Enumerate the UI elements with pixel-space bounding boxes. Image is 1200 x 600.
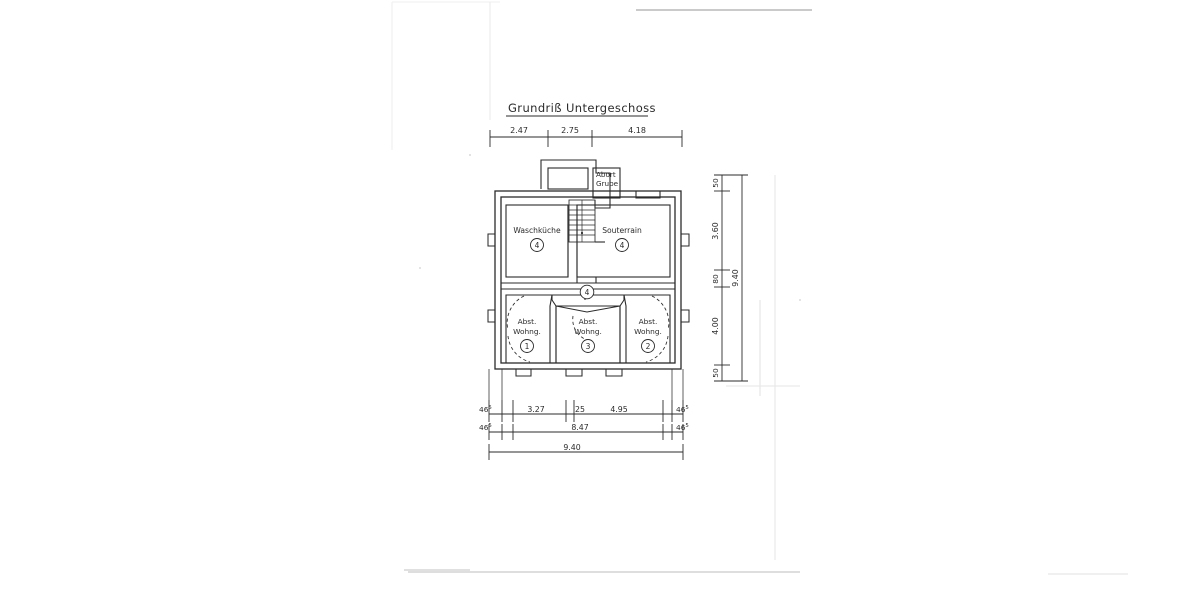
niche-bottom-left xyxy=(515,369,532,377)
right-dim-overall: 9.40 xyxy=(731,269,740,286)
door-arc-right-top xyxy=(651,295,670,331)
room-marker-corridor-text: 4 xyxy=(585,288,590,297)
stair-adjacent-walls xyxy=(594,198,611,243)
room-label-waschkueche: Waschküche xyxy=(513,226,561,235)
door-arc-left-top xyxy=(506,295,525,331)
door-arc-left-bottom xyxy=(507,335,531,363)
abort-grube-line2: Grube xyxy=(596,179,619,188)
bottom-dim-r1-s1-value: 46 xyxy=(479,405,489,414)
top-dim-segment-1: 2.47 xyxy=(510,126,528,135)
room-marker-abst3: 3 xyxy=(586,342,591,351)
right-dim-segment-5: 50 xyxy=(711,368,720,378)
abort-grube-label: Abort Grube xyxy=(596,170,619,188)
top-dim-segment-2: 2.75 xyxy=(561,126,579,135)
bottom-dimension-chains: 465 3.27 25 4.95 465 465 8.47 465 xyxy=(479,400,689,460)
wall-openings-top xyxy=(592,191,661,199)
room-label-abst3-line1: Abst. xyxy=(579,317,598,326)
bottom-dim-r2-s3-value: 46 xyxy=(676,423,686,432)
room-marker-abst2: 2 xyxy=(646,342,651,351)
bottom-dim-r2-s1: 465 xyxy=(479,423,492,432)
right-dim-segment-3: 80 xyxy=(711,274,720,284)
niche-right-upper xyxy=(681,233,690,247)
abort-grube-line1: Abort xyxy=(596,170,616,179)
niche-left-lower xyxy=(487,309,495,323)
right-dim-segment-2: 3.60 xyxy=(711,222,720,239)
bottom-dim-r2-s1-value: 46 xyxy=(479,423,489,432)
bottom-dim-r1-s4: 4.95 xyxy=(610,405,627,414)
niche-right-lower xyxy=(681,309,690,323)
scan-artifacts xyxy=(391,1,1128,575)
lower-rooms xyxy=(505,294,671,364)
room-abst3-outline xyxy=(555,305,621,364)
room-label-abst3-line2: Wohng. xyxy=(574,327,602,336)
staircase xyxy=(568,199,596,243)
bottom-dim-r2-s3-sup: 5 xyxy=(685,423,688,429)
right-dim-segment-4: 4.00 xyxy=(711,317,720,334)
niche-left-upper xyxy=(487,233,495,247)
upper-rooms xyxy=(505,204,671,278)
bottom-dim-r1-s2: 3.27 xyxy=(527,405,544,414)
annex-outline xyxy=(540,159,611,189)
room-marker-souterrain-text: 4 xyxy=(620,241,625,250)
abort-grube-box xyxy=(592,167,621,199)
room-marker-souterrain: 4 xyxy=(615,238,629,252)
drawing-title-group: Grundriß Untergeschoss xyxy=(506,101,656,117)
door-arc-right-bottom xyxy=(645,335,669,363)
door-arc-mid xyxy=(572,315,588,341)
room-marker-waschkueche: 4 xyxy=(530,238,544,252)
niche-bottom-right xyxy=(605,369,623,377)
bottom-dim-r1-s5-sup: 5 xyxy=(685,405,688,411)
bottom-dim-r2-s2: 8.47 xyxy=(571,423,588,432)
right-dim-segment-1: 50 xyxy=(711,178,720,188)
room-label-abst2: Abst. Wohng. 2 xyxy=(634,317,662,353)
bottom-dim-r1-s1-sup: 5 xyxy=(488,405,491,411)
room-label-abst1: Abst. Wohng. 1 xyxy=(513,317,541,353)
annex-inner-room xyxy=(547,167,589,190)
bottom-dim-r3-overall: 9.40 xyxy=(563,443,580,452)
outer-wall-line xyxy=(494,190,682,370)
room-label-abst2-line2: Wohng. xyxy=(634,327,662,336)
room-label-abst1-line1: Abst. xyxy=(518,317,537,326)
top-dimension-chain: 2.47 2.75 4.18 xyxy=(489,126,683,147)
annex-structure xyxy=(540,159,621,199)
dimension-extension-lines xyxy=(488,369,684,400)
wall-niches xyxy=(487,233,690,377)
bottom-dim-r1-s3: 25 xyxy=(575,405,585,414)
room-label-souterrain: Souterrain xyxy=(602,226,642,235)
bottom-dim-r1-s5-value: 46 xyxy=(676,405,686,414)
bottom-dim-r1-s1: 465 xyxy=(479,405,492,414)
room-label-abst1-line2: Wohng. xyxy=(513,327,541,336)
top-dim-segment-3: 4.18 xyxy=(628,126,646,135)
door-swings xyxy=(506,295,670,363)
page-title: Grundriß Untergeschoss xyxy=(508,101,656,115)
right-dimension-chain: 50 3.60 80 4.00 50 9.40 xyxy=(711,174,748,382)
room-marker-abst1: 1 xyxy=(525,342,530,351)
room-label-abst3: Abst. Wohng. 3 xyxy=(574,317,602,353)
room-abst2-outline xyxy=(623,294,671,364)
bottom-dim-r2-s1-sup: 5 xyxy=(488,423,491,429)
bottom-dim-r1-s5: 465 xyxy=(676,405,689,414)
room-marker-corridor: 4 xyxy=(579,284,595,300)
bottom-dim-r2-s3: 465 xyxy=(676,423,689,432)
room-marker-waschkueche-text: 4 xyxy=(535,241,540,250)
room-abst1-outline xyxy=(505,294,553,364)
niche-bottom-mid xyxy=(565,369,583,377)
room-label-abst2-line1: Abst. xyxy=(639,317,658,326)
